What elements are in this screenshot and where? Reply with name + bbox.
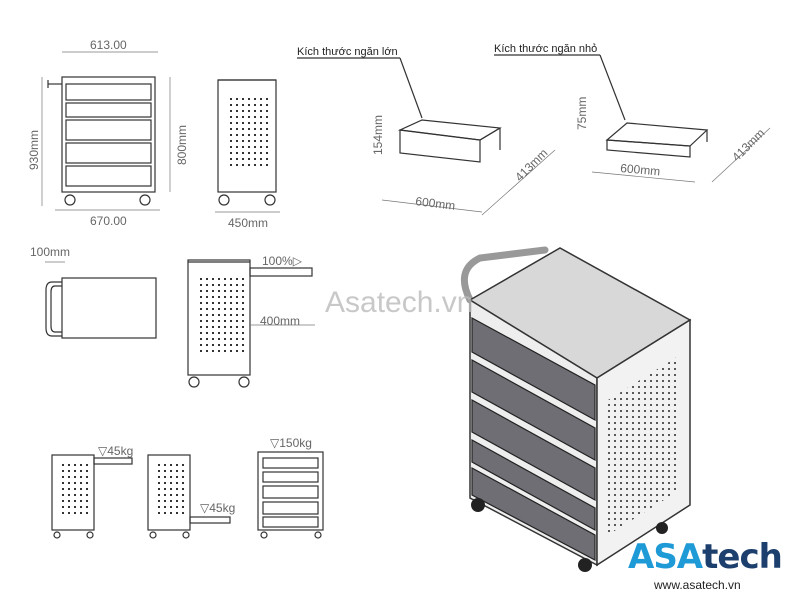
- logo-tech: tech: [702, 537, 783, 577]
- dim-width-bottom: 670.00: [90, 214, 127, 228]
- brand-url: www.asatech.vn: [654, 578, 741, 592]
- dim-depth: 450mm: [228, 216, 268, 230]
- dim-small-width: 600mm: [620, 161, 661, 178]
- brand-logo: ASAtech: [628, 537, 783, 577]
- large-drawer-view: Kích thước ngăn lớn 154mm 600mm 413mm: [297, 46, 556, 216]
- dim-handle: 100mm: [30, 245, 70, 259]
- load-label-top: ▽150kg: [270, 436, 312, 450]
- extension-view: 100%▷ 400mm: [187, 254, 315, 388]
- load-views: ▽45kg ▽45kg ▽150kg: [51, 436, 324, 539]
- dim-extension: 100%▷: [262, 254, 303, 268]
- logo-asa: ASA: [628, 537, 703, 577]
- dim-large-depth: 413mm: [512, 146, 550, 184]
- dim-width-top: 613.00: [90, 38, 127, 52]
- dim-small-depth: 413mm: [729, 126, 767, 164]
- dim-travel: 400mm: [260, 314, 300, 328]
- dim-height-body: 800mm: [175, 125, 189, 165]
- dim-small-height: 75mm: [575, 97, 589, 130]
- dim-large-height: 154mm: [371, 115, 385, 155]
- dim-height-total: 930mm: [27, 130, 41, 170]
- large-drawer-label: Kích thước ngăn lớn: [297, 46, 398, 58]
- side-view: 450mm: [215, 79, 280, 230]
- cabinet-3d-render: Asatech.vn: [325, 246, 692, 572]
- dim-large-width: 600mm: [415, 194, 456, 213]
- load-label-2: ▽45kg: [200, 501, 235, 515]
- load-label-1: ▽45kg: [98, 444, 133, 458]
- small-drawer-label: Kích thước ngăn nhỏ: [494, 43, 597, 55]
- front-view: 613.00 930mm 800mm 670.00: [27, 38, 189, 228]
- watermark: Asatech.vn: [325, 286, 473, 319]
- top-view: 100mm: [30, 245, 157, 339]
